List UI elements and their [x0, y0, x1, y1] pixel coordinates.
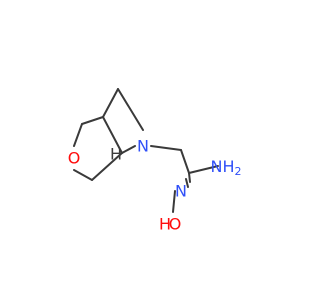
bond-o-ring-c4: [73, 169, 93, 181]
atom-h-oxime: H: [159, 215, 171, 234]
bond-bridge-top-right: [117, 88, 144, 131]
atom-h-bridgehead: H: [110, 145, 122, 164]
atom-n-oxime: N: [175, 182, 187, 201]
bond-c5-n-ring: [121, 145, 136, 154]
bond-bridge-top-left: [102, 88, 119, 118]
bond-c4-c5: [91, 152, 123, 181]
atom-nh2-symbol: NH: [211, 157, 235, 176]
atom-o-oxime: O: [169, 215, 182, 234]
bond-ch2-c-amidine: [180, 149, 190, 174]
bond-c1-c2: [81, 116, 104, 125]
molecule-structure-diagram: O N H NH2 N O H: [68, 88, 242, 234]
bond-n-oxime-o-oxime: [172, 190, 176, 213]
atom-o-ring: O: [68, 149, 81, 168]
bond-c1-c5: [102, 116, 123, 154]
bond-c-amidine-n-oxime-1: [188, 172, 191, 183]
bond-n-ring-ch2: [150, 145, 182, 151]
bond-c2-o-ring: [73, 123, 83, 147]
bond-c-amidine-n-oxime-2: [185, 178, 189, 188]
atom-n-ring: N: [137, 137, 149, 156]
atom-nh2: NH2: [211, 157, 242, 178]
atom-nh2-subscript: 2: [235, 165, 242, 178]
bond-c-amidine-nh2: [188, 165, 219, 174]
